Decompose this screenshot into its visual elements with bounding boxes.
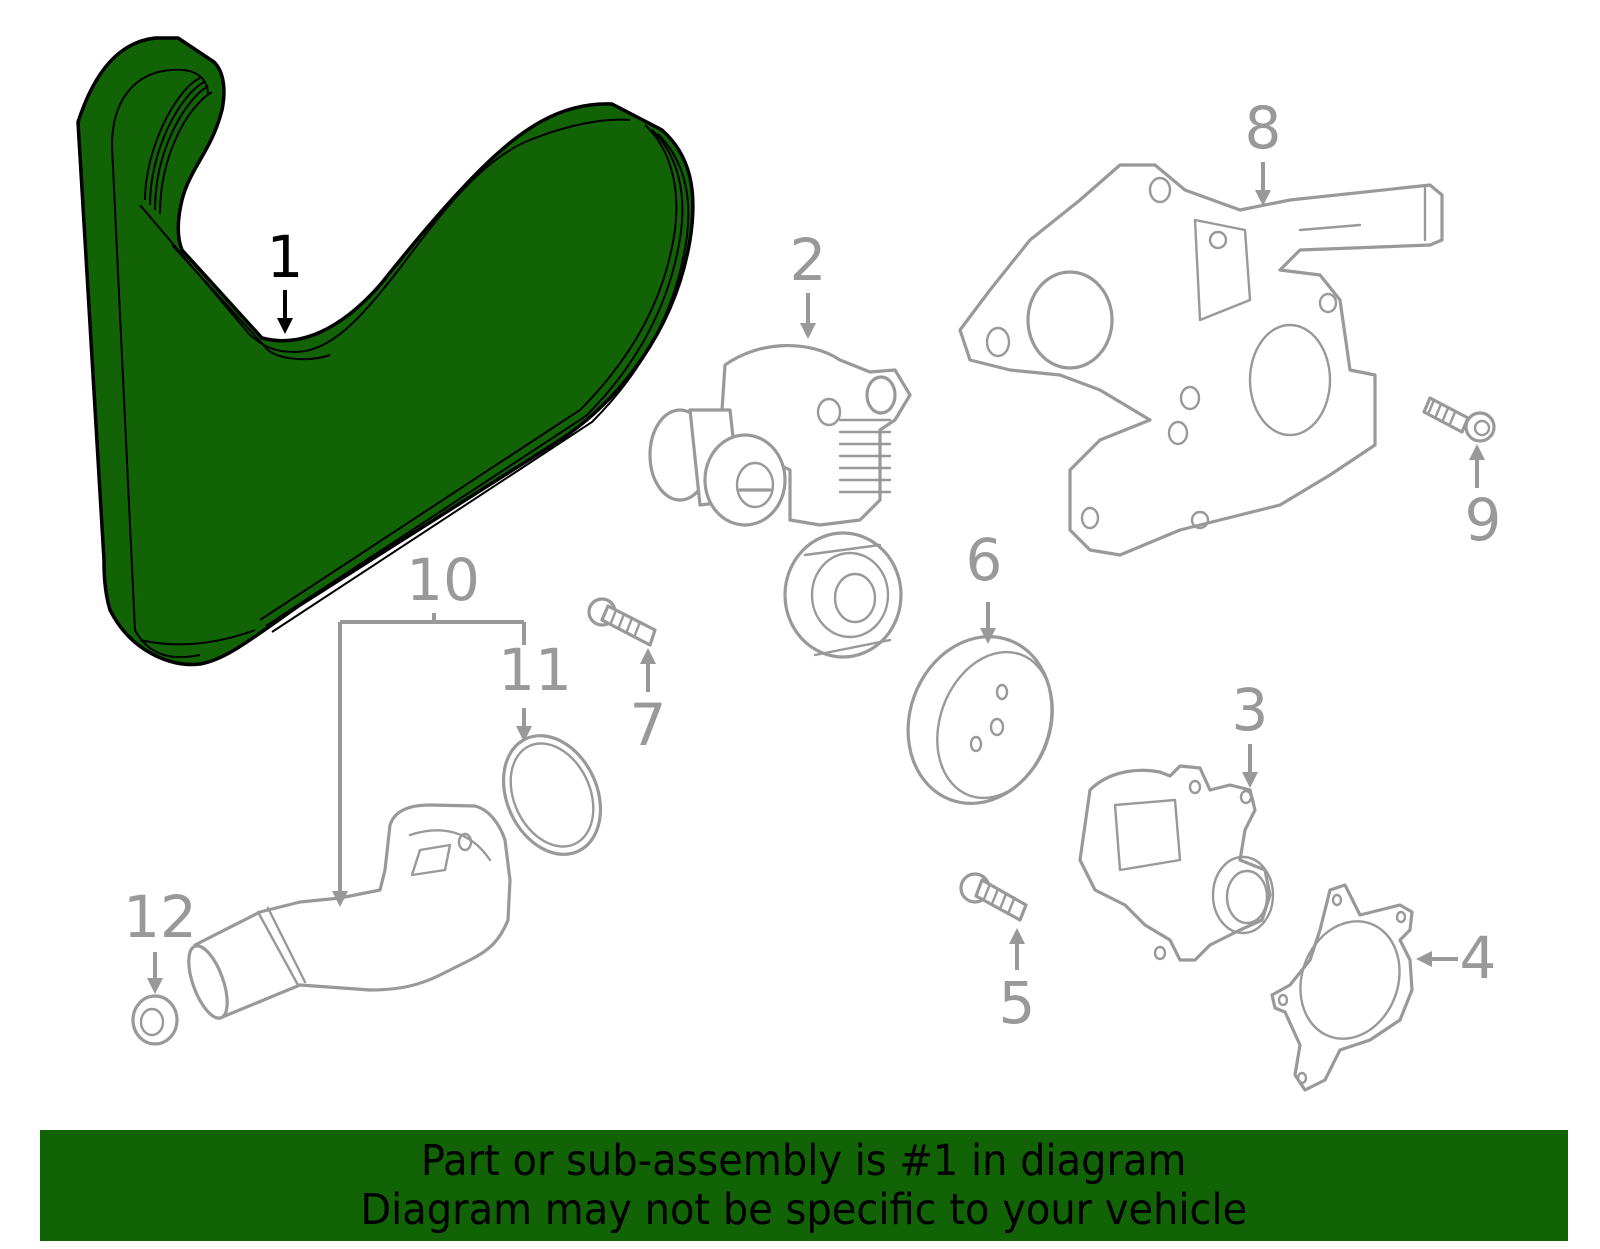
water-pump[interactable] [1078, 764, 1275, 962]
water-pump-pulley[interactable] [885, 616, 1075, 824]
callout-7[interactable]: 7 [630, 648, 667, 759]
callout-11[interactable]: 11 [498, 636, 572, 742]
callout-12[interactable]: 12 [123, 883, 197, 994]
o-ring[interactable] [485, 720, 619, 870]
svg-text:8: 8 [1245, 94, 1282, 162]
callout-3[interactable]: 3 [1232, 676, 1269, 788]
tensioner-bolt[interactable] [587, 597, 657, 647]
svg-text:7: 7 [630, 691, 667, 759]
svg-text:5: 5 [999, 969, 1036, 1037]
callout-9[interactable]: 9 [1465, 444, 1502, 554]
svg-text:12: 12 [123, 883, 197, 951]
svg-text:2: 2 [790, 226, 827, 294]
nut[interactable] [131, 994, 179, 1046]
serpentine-belt[interactable] [76, 36, 695, 667]
callout-2[interactable]: 2 [790, 226, 827, 339]
callout-6[interactable]: 6 [966, 526, 1003, 644]
coolant-pipe-assembly[interactable] [181, 803, 512, 1023]
banner-line-2: Diagram may not be specific to your vehi… [360, 1184, 1248, 1235]
svg-text:6: 6 [966, 526, 1003, 594]
callout-10[interactable]: 10 [332, 546, 526, 907]
svg-text:1: 1 [267, 223, 304, 291]
banner-line-1: Part or sub-assembly is #1 in diagram [421, 1135, 1187, 1186]
svg-text:11: 11 [498, 636, 572, 704]
svg-text:9: 9 [1465, 486, 1502, 554]
callout-4[interactable]: 4 [1416, 924, 1496, 992]
svg-text:10: 10 [406, 546, 480, 614]
belt-tensioner[interactable] [648, 344, 912, 659]
callout-5[interactable]: 5 [999, 928, 1036, 1037]
info-banner: Part or sub-assembly is #1 in diagram Di… [40, 1130, 1568, 1241]
callout-8[interactable]: 8 [1245, 94, 1282, 206]
svg-text:3: 3 [1232, 676, 1269, 744]
water-pump-gasket[interactable] [1270, 883, 1416, 1092]
water-pump-bolt[interactable] [959, 872, 1028, 922]
callout-1[interactable]: 1 [267, 223, 304, 334]
thermostat-housing[interactable] [958, 163, 1444, 557]
svg-text:4: 4 [1460, 924, 1497, 992]
housing-bolt[interactable] [1422, 396, 1496, 443]
